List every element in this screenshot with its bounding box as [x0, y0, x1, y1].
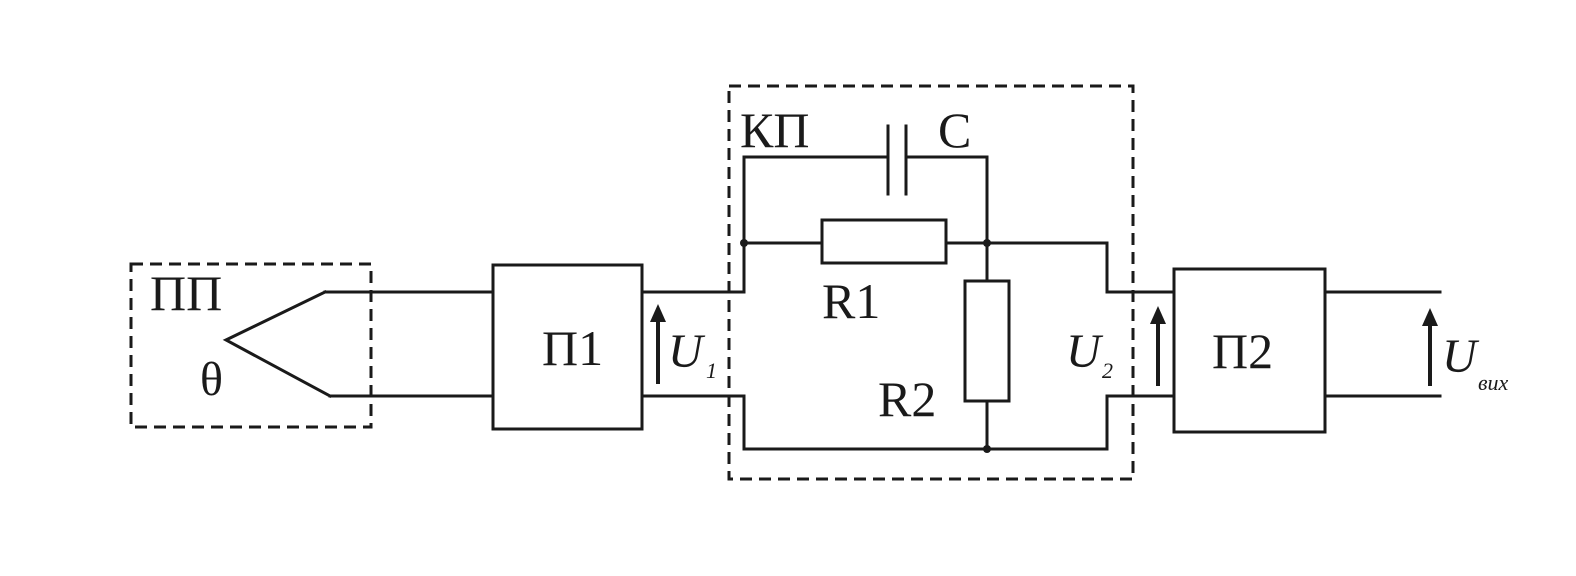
sensor-label: ПП	[150, 265, 222, 321]
p1-label: П1	[542, 320, 603, 376]
r1-resistor	[820, 218, 948, 265]
wire-r1-right	[944, 241, 1135, 294]
uout-arrow-head	[1422, 308, 1438, 326]
u2-arrow-head	[1150, 306, 1166, 324]
r2-label: R2	[878, 371, 936, 427]
sensor-enclosure	[129, 262, 373, 429]
uout-subscript: вих	[1478, 370, 1509, 395]
u1-arrow-head	[650, 304, 666, 322]
u2-subscript: 2	[1102, 358, 1113, 383]
kp-enclosure	[727, 84, 1135, 481]
u2-label: U	[1066, 325, 1104, 378]
r1-label: R1	[822, 273, 880, 329]
r2-resistor	[963, 279, 1011, 403]
wire-kp-bottom-rail	[742, 394, 1135, 451]
p2-block	[1172, 267, 1327, 434]
theta-label: θ	[200, 353, 223, 406]
c-label: C	[938, 102, 971, 158]
p1-block	[491, 263, 644, 431]
wire-cap-right	[904, 155, 989, 245]
thermocouple-junction	[222, 289, 333, 399]
node-left	[740, 239, 748, 247]
u1-label: U	[668, 325, 706, 378]
uout-label: U	[1442, 330, 1480, 383]
kp-label: КП	[740, 102, 809, 158]
u1-subscript: 1	[706, 358, 717, 383]
p2-label: П2	[1212, 323, 1273, 379]
